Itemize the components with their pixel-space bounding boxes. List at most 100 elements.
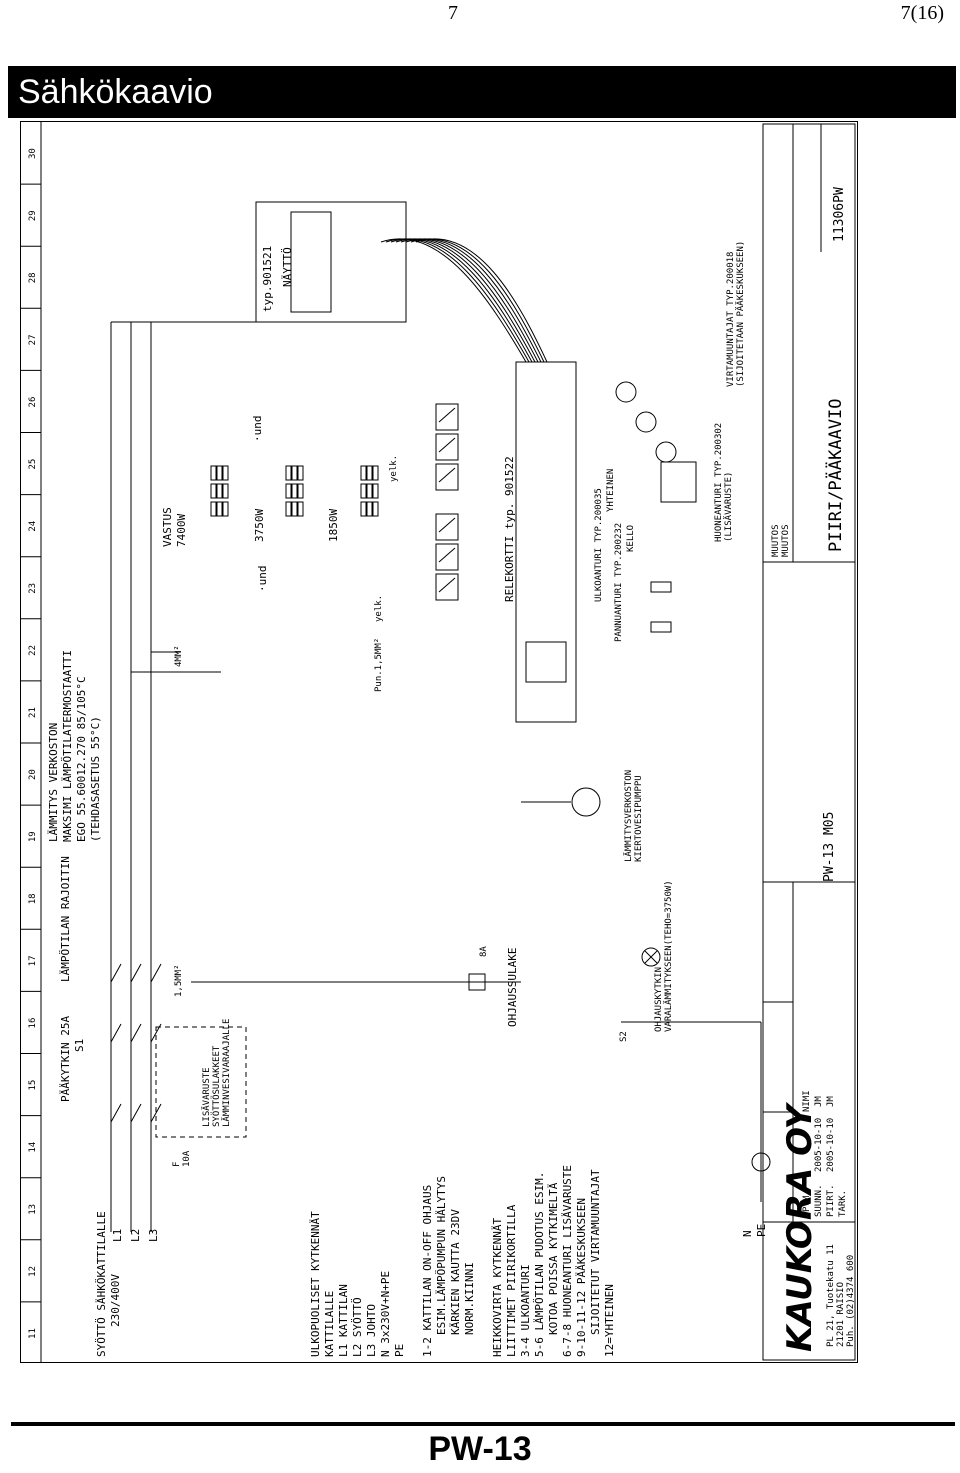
company-address2: 21201 RAISIO <box>836 1282 846 1347</box>
column-number: 26 <box>28 397 38 408</box>
label-accessory: LISÄVARUSTE <box>201 1067 212 1127</box>
label-l3: L3 <box>147 1229 160 1242</box>
note-6-7-8: 6-7-8 HUONEANTURI LISÄVARUSTE <box>561 1165 574 1357</box>
label-pump2: KIERTOVESIPUMPPU <box>634 775 644 862</box>
note-n: N 3x230V+N+PE <box>379 1271 392 1357</box>
note-nc: NORM.KIINNI <box>463 1262 476 1335</box>
tb-muutos-1: MUUTOS <box>771 524 781 557</box>
label-3750w: 3750W <box>253 509 266 542</box>
column-number: 24 <box>28 521 38 532</box>
label-ct: VIRTAMUUNTAJAT TYP.200018 <box>726 252 736 387</box>
footer-title: PW-13 <box>428 1430 532 1468</box>
label-pump: LÄMMITYSVERKOSTON <box>623 770 634 862</box>
tb-pvm-head: PVM <box>802 1195 812 1212</box>
company-phone: Puh. (02)4374 600 <box>846 1255 856 1347</box>
label-limiter: LÄMPÖTILAN RAJOITIN <box>59 856 72 982</box>
note-away: KOTOA POISSA KYTKIMELTÄ <box>547 1182 560 1335</box>
tb-drawing-number: 11306PW <box>832 187 847 242</box>
tb-role-3: TARK. <box>838 1190 848 1217</box>
label-s1: S1 <box>73 1039 86 1052</box>
column-number: 19 <box>28 831 38 842</box>
label-s2: S2 <box>619 1031 629 1042</box>
label-fuse-f: F <box>172 1162 182 1167</box>
label-pun: Pun.1,5MM² <box>374 638 384 692</box>
page-count: 7(16) <box>900 2 944 24</box>
note-lowvolt: HEIKKOVIRTA KYTKENNÄT <box>491 1218 504 1357</box>
label-wire-4mm: 4MM² <box>174 645 184 667</box>
label-factory-setting: (TEHDASASETUS 55°C) <box>89 716 102 842</box>
section-title: Sähkökaavio <box>18 73 213 111</box>
tb-date-1: 2005-10-10 <box>814 1118 824 1172</box>
label-yell-1: yelk. <box>374 595 384 622</box>
footer-rule <box>11 1422 955 1426</box>
label-n: N <box>741 1230 754 1237</box>
note-3-4: 3-4 ULKOANTURI <box>519 1264 532 1357</box>
page-number: 7 <box>448 2 458 24</box>
tb-name-1: JM <box>814 1096 824 1107</box>
label-pe: PE <box>755 1224 768 1237</box>
column-number: 18 <box>28 893 38 904</box>
note-1-2: 1-2 KATTILAN ON-OFF OHJAUS <box>421 1185 434 1357</box>
label-room-sensor-opt: (LISÄVARUSTE) <box>723 472 734 542</box>
column-number: 11 <box>28 1328 38 1339</box>
tb-nimi-head: NIMI <box>802 1090 812 1112</box>
label-room-sensor: HUONEANTURI TYP.200302 <box>714 423 724 542</box>
label-control-fuse: OHJAUSSULAKE <box>506 948 519 1027</box>
tb-model: PW-13 M05 <box>822 812 837 882</box>
note-l3: L3 JOHTO <box>365 1304 378 1357</box>
supply-voltage: 230/400V <box>109 1274 122 1327</box>
label-heating-circuit: LÄMMITYS VERKOSTON <box>47 723 60 842</box>
label-clock: KELLO <box>626 525 636 552</box>
supply-heading: SYÖTTÖ SÄHKÖKATTILALLE <box>95 1211 108 1357</box>
note-contacts: KÄRKIEN KAUTTA 23DV <box>449 1209 462 1335</box>
column-number: 22 <box>28 645 38 656</box>
note-pe: PE <box>393 1344 406 1357</box>
label-outdoor-sensor: ULKOANTURI TYP.200035 <box>594 488 604 602</box>
tb-muutos-2: MUUTOS <box>781 524 791 557</box>
note-9-12: 9-10-11-12 PÄÄKESKUKSEEN <box>575 1198 588 1357</box>
label-fuse-10a: 10A <box>182 1150 192 1167</box>
label-und-1: ·und <box>256 566 269 593</box>
section-title-bar: Sähkökaavio <box>8 66 956 118</box>
label-relay-card: RELEKORTTI typ. 901522 <box>503 456 516 602</box>
note-boiler: KATTILALLE <box>323 1291 336 1357</box>
tb-role-2: PIIRT. <box>826 1184 836 1217</box>
label-und-2: ·und <box>251 416 264 443</box>
note-heatpump: ESIM.LÄMPÖPUMPUN HÄLYTYS <box>435 1176 448 1335</box>
column-number: 27 <box>28 335 38 346</box>
note-12: 12=YHTEINEN <box>603 1284 616 1357</box>
column-number: 20 <box>28 769 38 780</box>
label-l1: L1 <box>111 1229 124 1242</box>
tb-date-2: 2005-10-10 <box>826 1118 836 1172</box>
wiring-diagram-svg: 1112131415161718192021222324252627282930… <box>21 122 856 1362</box>
company-logo: KAUKORA OY <box>780 1101 820 1352</box>
label-wire-15: 1,5MM² <box>174 964 184 997</box>
column-number: 21 <box>28 707 38 718</box>
note-5-6: 5-6 LÄMPÖTILAN PUDOTUS ESIM. <box>533 1172 546 1357</box>
label-ct-place: (SIJOITETAAN PÄÄKESKUKSEEN) <box>735 241 746 387</box>
label-yell-2: yelk. <box>389 455 399 482</box>
note-terminals: LIITTIMET PIIRIKORTILLA <box>505 1204 518 1357</box>
label-display-type: typ.901521 <box>261 246 274 312</box>
note-ct: SIJOITETUT VIRTAMUUNTAJAT <box>589 1169 602 1335</box>
label-max-thermostat: MAKSIMI LÄMPÖTILATERMOSTAATTI <box>61 650 74 842</box>
label-backup-switch: OHJAUSKYTKIN <box>654 967 664 1032</box>
column-number: 23 <box>28 583 38 594</box>
column-number: 13 <box>28 1204 38 1215</box>
label-ego: EGO 55.60012.270 85/105°C <box>75 676 88 842</box>
note-l1: L1 KATTILAN <box>337 1284 350 1357</box>
column-number: 15 <box>28 1080 38 1091</box>
column-number: 25 <box>28 459 38 470</box>
column-number: 16 <box>28 1018 38 1029</box>
label-feed-fuses: SYÖTTÖSULAKKEET <box>211 1045 222 1127</box>
company-address1: PL 21, Tuotekatu 11 <box>826 1244 836 1347</box>
note-l2: L2 SYÖTTÖ <box>351 1297 364 1357</box>
label-boiler-sensor: PANNUANTURI TYP.200232 <box>614 523 624 642</box>
label-water-heater: LÄMMINVESIVARAAJALLE <box>221 1019 232 1127</box>
note-external: ULKOPUOLISET KYTKENNÄT <box>309 1211 322 1357</box>
label-display: NÄYTTÖ <box>281 247 294 287</box>
column-number: 30 <box>28 148 38 159</box>
label-resistance: VASTUS <box>161 507 174 547</box>
tb-drawing-title: PIIRI/PÄÄKAAVIO <box>825 398 846 552</box>
